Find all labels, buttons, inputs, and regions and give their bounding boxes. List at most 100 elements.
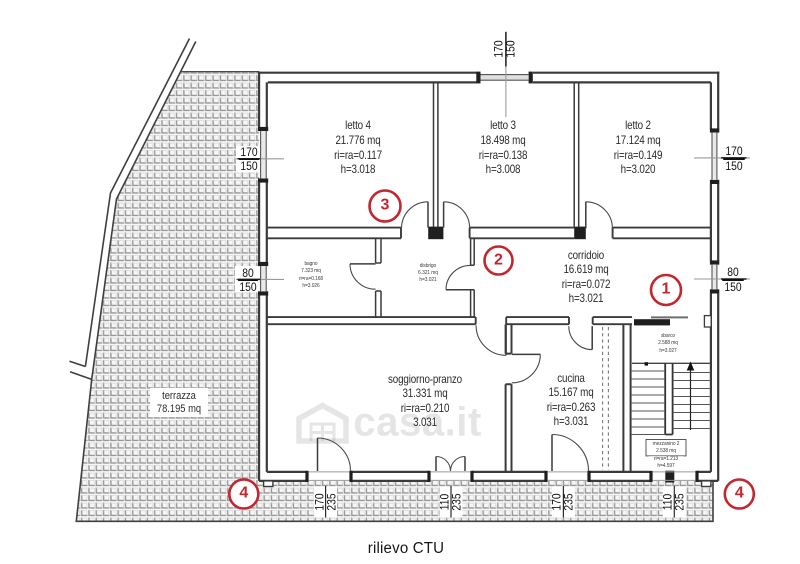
dim-door3: 170 235 (550, 493, 577, 511)
room-ri: ri=ra=0.117 (333, 147, 382, 162)
dim-fraction-bar (722, 158, 745, 160)
room-label-corridoio: corridoio 16.619 mq ri=ra=0.072 h=3.021 (561, 248, 610, 306)
room-area: 2.538 mq (656, 448, 676, 455)
door-sills (308, 471, 696, 481)
room-name: letto 3 (489, 118, 516, 133)
room-area: 21.776 mq (335, 132, 381, 147)
room-height: h=3.021 (568, 291, 603, 306)
dim-height: 150 (238, 280, 257, 295)
room-name: letto 4 (344, 118, 371, 133)
room-height: h=3.027 (659, 347, 677, 354)
room-area: 7.323 mq (301, 268, 321, 275)
room-height: h=4.597 (657, 463, 675, 470)
room-label-bagno: bagno 7.323 mq ri=ra=0.168 h=3.026 (299, 261, 323, 291)
dim-width: 80 (241, 265, 254, 280)
dim-width: 170 (239, 145, 258, 160)
terrace-hatch (69, 41, 714, 523)
room-height: h=3.031 (553, 414, 589, 429)
dim-right-window2: 80 150 (721, 265, 744, 293)
room-area: 31.331 mq (402, 386, 448, 401)
room-name: disbrigo (419, 262, 437, 269)
room-ri: ri=ra=0.168 (299, 275, 323, 282)
room-ri: ri=ra=0.072 (561, 276, 610, 291)
dim-height: 150 (239, 159, 258, 174)
room-label-letto2: letto 2 17.124 mq ri=ra=0.149 h=3.020 (613, 118, 662, 176)
dimension-lines (236, 31, 750, 518)
dim-height: 235 (562, 493, 577, 511)
door-jambs (305, 470, 699, 482)
dim-door1: 170 235 (312, 493, 339, 511)
room-area: 15.167 mq (548, 385, 594, 400)
marker-circles (228, 189, 756, 510)
room-label-letto4: letto 4 21.776 mq ri=ra=0.117 h=3.018 (334, 118, 382, 176)
windows (260, 74, 718, 292)
dim-left-window2: 80 150 (237, 265, 258, 295)
room-label-cucina: cucina 15.167 mq ri=ra=0.263 h=3.031 (547, 371, 596, 429)
room-height: 3.031 (413, 415, 437, 430)
dim-left-window1: 170 150 (238, 145, 259, 174)
room-name: sbarco (660, 332, 676, 339)
room-name: cucina (557, 370, 585, 385)
room-label-terrazza: terrazza 78.195 mq (156, 390, 200, 417)
room-name: corridoio (567, 247, 604, 262)
room-area: 6.321 mq (418, 269, 438, 276)
room-ri: ri=ra=1.213 (654, 455, 678, 462)
dim-height: 235 (450, 493, 464, 511)
room-label-sbarco: sbarco 2.588 mq h=3.027 (658, 333, 678, 355)
marker-3: 3 (380, 196, 390, 214)
dim-height: 150 (724, 158, 743, 173)
cucina-dashed-beam (602, 327, 609, 470)
room-name: soggiorno-pranzo (388, 371, 462, 386)
marker-4-right: 4 (734, 484, 744, 502)
dim-fraction-bar (238, 158, 259, 161)
marker-2: 2 (494, 251, 503, 269)
room-ri: ri=ra=0.149 (613, 147, 662, 162)
dim-width: 170 (724, 144, 743, 159)
partition-walls (374, 82, 580, 318)
watermark-text: casa.it (353, 398, 482, 445)
watermark-house-icon (296, 402, 349, 444)
room-height: h=3.020 (620, 162, 655, 177)
room-height: h=3.008 (485, 162, 520, 177)
sbarco-notch (703, 314, 712, 328)
room-name: bagno (304, 261, 318, 267)
dim-fraction-bar (237, 279, 258, 282)
room-label-disbrigo: disbrigo 6.321 mq h=3.021 (418, 263, 438, 285)
room-height: h=3.021 (419, 277, 437, 284)
dim-fraction-bar (721, 279, 744, 281)
wall-feet (428, 226, 675, 483)
door-leaves (316, 201, 593, 471)
room-area: 17.124 mq (614, 132, 661, 147)
dim-top-window: 170 150 (492, 40, 519, 58)
interior-walls (266, 226, 711, 326)
dim-door4: 110 235 (661, 493, 688, 511)
marker-4-left: 4 (239, 484, 249, 502)
room-height: h=3.026 (302, 283, 320, 290)
room-area: 16.619 mq (562, 262, 609, 277)
dim-height: 235 (324, 493, 339, 511)
boundary-line (69, 38, 191, 368)
room-area: 78.195 mq (156, 403, 201, 415)
room-name: letto 2 (624, 118, 651, 133)
dim-height: 150 (504, 40, 519, 58)
room-label-mezzanino: mezzanino 2 2.538 mq ri=ra=1.213 h=4.597 (653, 441, 680, 471)
dim-right-window1: 170 150 (722, 144, 745, 173)
room-name: mezzanino 2 (652, 441, 680, 447)
marker-1: 1 (661, 280, 671, 298)
room-area: 2.588 mq (658, 340, 678, 347)
room-name: terrazza (161, 389, 196, 402)
dim-height: 235 (673, 493, 688, 511)
room-ri: ri=ra=0.138 (478, 147, 527, 162)
caption: rilievo CTU (367, 539, 445, 557)
room-ri: ri=ra=0.263 (546, 399, 596, 414)
room-area: 18.498 mq (479, 132, 526, 147)
dim-width: 170 (312, 493, 327, 511)
room-ri: ri=ra=0.210 (400, 400, 450, 415)
dim-width: 80 (726, 265, 739, 280)
door-swings (317, 201, 613, 472)
room-label-letto3: letto 3 18.498 mq ri=ra=0.138 h=3.008 (478, 118, 527, 176)
staircase (631, 361, 711, 471)
room-height: h=3.018 (340, 162, 376, 177)
